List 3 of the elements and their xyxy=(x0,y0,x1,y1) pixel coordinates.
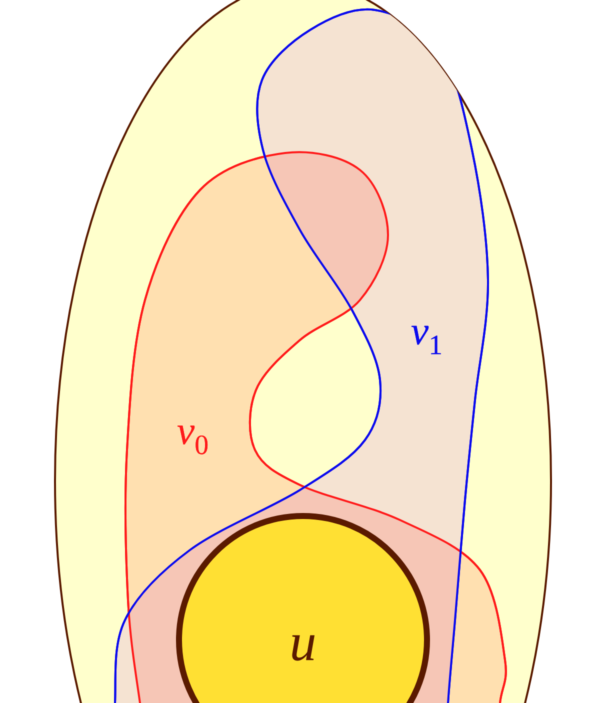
circle-region: u xyxy=(176,513,430,703)
node-label: v$_{1}$ xyxy=(411,326,441,354)
node-label: v$_{0}$ xyxy=(177,426,208,454)
